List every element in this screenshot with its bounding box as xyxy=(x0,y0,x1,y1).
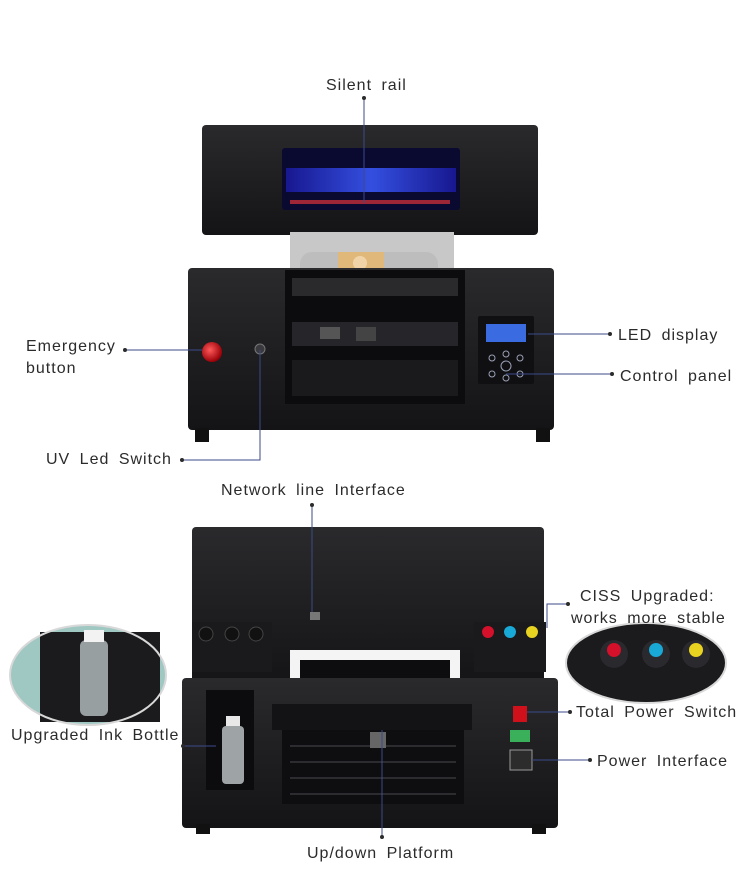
label-control-panel: Control panel xyxy=(620,368,733,385)
power-interface xyxy=(509,749,533,771)
emergency-button xyxy=(202,342,222,362)
label-led-display: LED display xyxy=(618,327,719,344)
network-port xyxy=(310,612,320,620)
label-ciss-line1: CISS Upgraded: xyxy=(580,588,715,605)
label-network-interface: Network line Interface xyxy=(221,482,406,499)
label-platform: Up/down Platform xyxy=(307,845,455,862)
front-printer xyxy=(188,125,554,442)
printer-back-lid xyxy=(192,527,544,687)
label-ciss-line2: works more stable xyxy=(571,610,726,627)
leader-lines xyxy=(125,98,612,837)
led-display xyxy=(486,324,526,342)
label-emergency-line2: button xyxy=(26,360,77,377)
label-power-interface: Power Interface xyxy=(597,753,729,770)
label-ink-bottle: Upgraded Ink Bottle xyxy=(11,727,180,744)
label-emergency-line1: Emergency xyxy=(26,338,116,355)
back-printer xyxy=(182,527,558,834)
ink-bottle-zoom xyxy=(9,624,167,726)
ink-bottle xyxy=(222,726,244,784)
leader-dots xyxy=(123,96,614,839)
ink-caps-left xyxy=(198,626,264,642)
label-uv-led-switch: UV Led Switch xyxy=(46,451,172,468)
ciss-zoom xyxy=(565,622,727,704)
total-power-switch xyxy=(513,706,527,722)
ink-caps-right xyxy=(482,626,538,638)
label-silent-rail: Silent rail xyxy=(326,77,407,94)
label-total-power-switch: Total Power Switch xyxy=(576,704,738,721)
